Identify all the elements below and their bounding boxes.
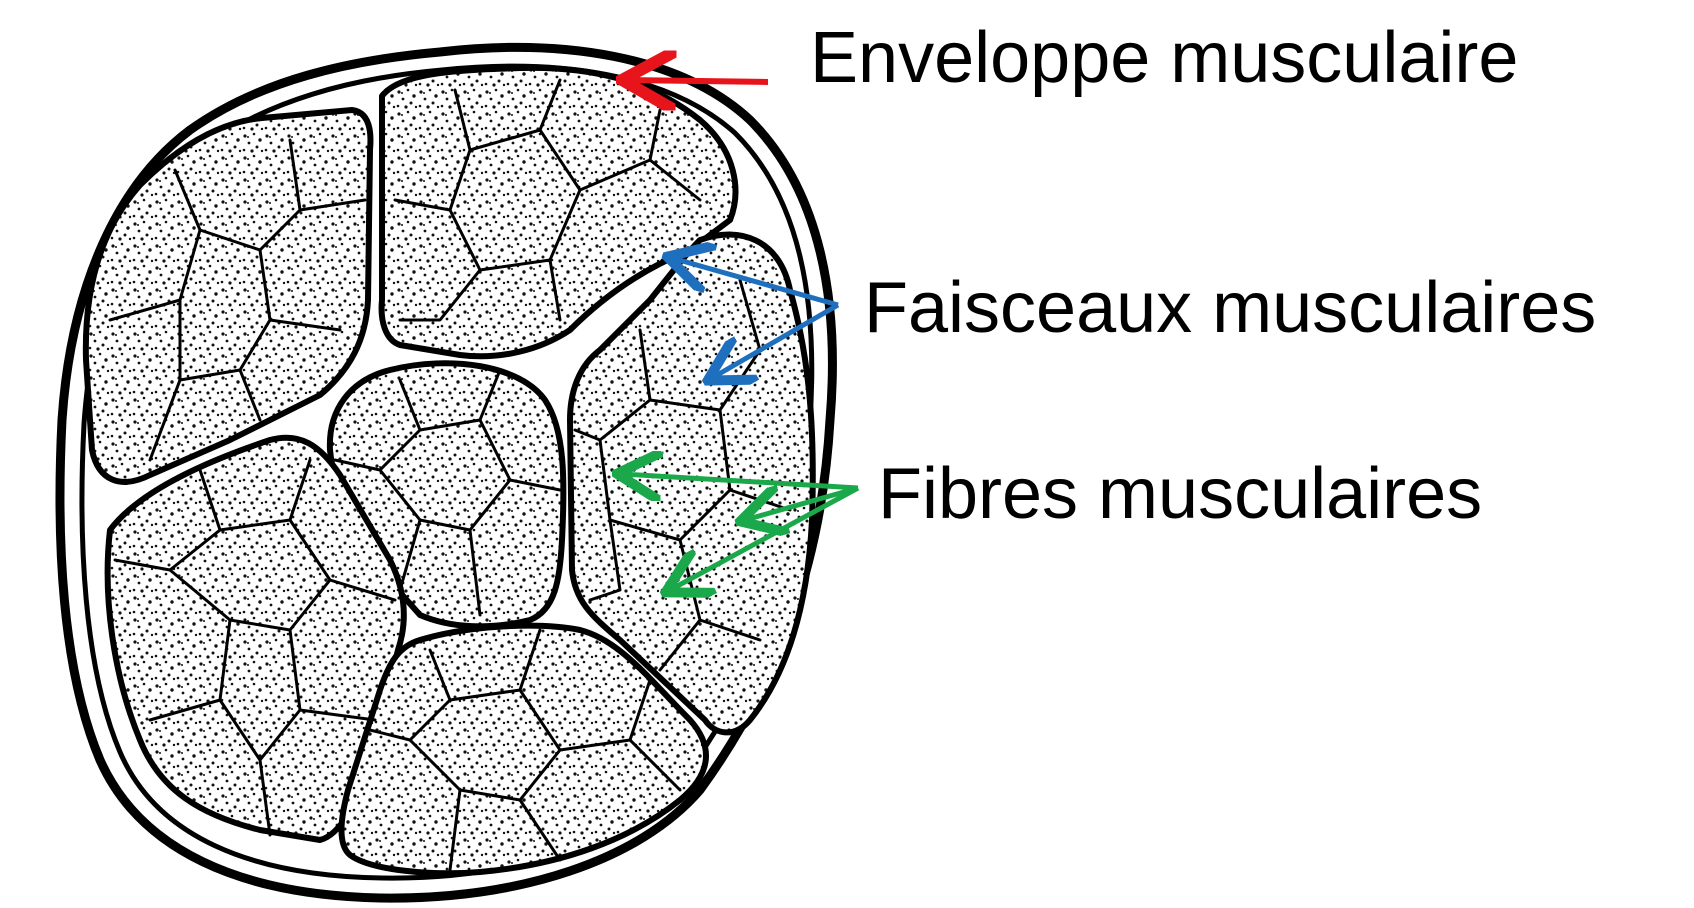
envelope-label: Enveloppe musculaire <box>810 22 1518 94</box>
fibres-label: Fibres musculaires <box>878 458 1482 530</box>
bundles-label: Faisceaux musculaires <box>864 272 1596 344</box>
envelope-arrow <box>628 80 768 82</box>
muscle-fascicles <box>86 68 813 873</box>
